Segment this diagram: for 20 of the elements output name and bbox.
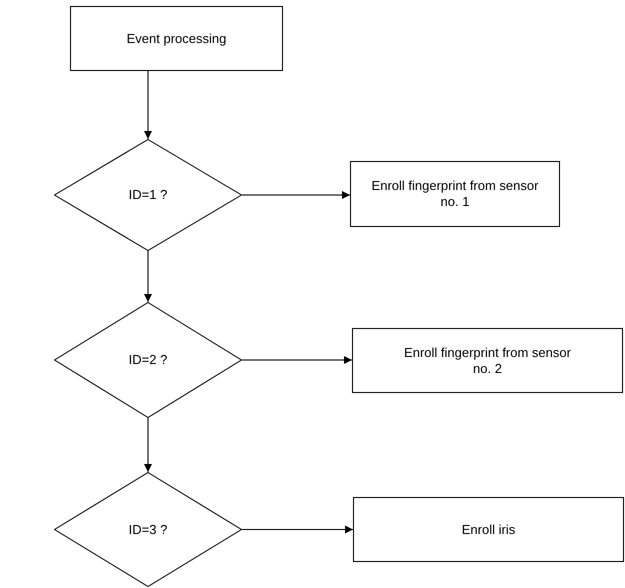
process-label: Enroll fingerprint from sensor no. 2 (403, 344, 572, 376)
arrow (242, 356, 352, 364)
decision-diamond (54, 472, 242, 587)
process-label: Enroll iris (462, 522, 516, 538)
decision-label: ID=3 ? (128, 522, 168, 538)
process-box (352, 328, 623, 393)
arrow (242, 191, 350, 199)
decision-label: ID=2 ? (128, 352, 168, 368)
arrow (144, 418, 152, 472)
arrow (144, 70, 152, 140)
process-box (350, 161, 560, 227)
decision-diamond (54, 302, 242, 418)
decision-diamond (54, 139, 242, 251)
arrow (242, 526, 354, 534)
process-label: Enroll fingerprint from sensor no. 1 (370, 178, 540, 210)
decision-label: ID=1 ? (128, 187, 168, 203)
process-box (70, 6, 283, 71)
process-label: Event processing (126, 30, 226, 46)
process-box (353, 497, 624, 562)
arrow (144, 250, 152, 302)
